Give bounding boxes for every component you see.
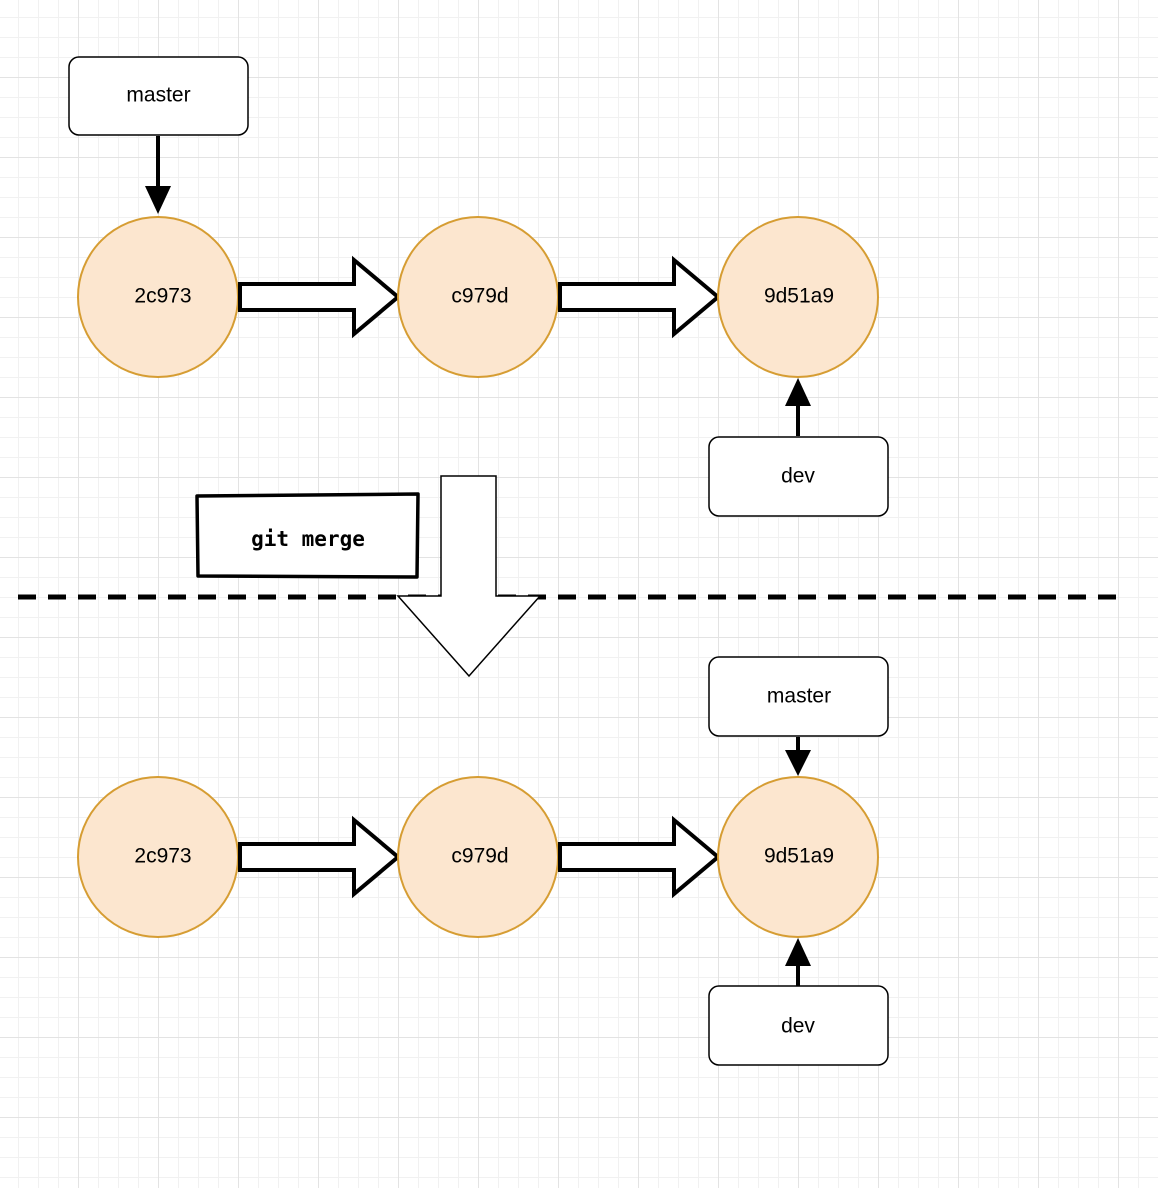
top-commit-c979d: c979d bbox=[397, 216, 559, 378]
top-commit-node bbox=[717, 216, 879, 378]
top-commit-label: 9d51a9 bbox=[764, 285, 834, 308]
bottom-hollow-arrow-2 bbox=[558, 815, 722, 899]
top-dev-label: dev bbox=[781, 465, 815, 488]
top-dev-arrow-head bbox=[785, 378, 811, 406]
bottom-commit-label: 9d51a9 bbox=[764, 845, 834, 868]
bottom-hollow-arrow-1 bbox=[238, 815, 402, 899]
bottom-commit-9d51a9: 9d51a9 bbox=[717, 776, 879, 938]
top-hollow-arrow-2 bbox=[558, 255, 722, 339]
bottom-dev-pointer: dev bbox=[708, 938, 889, 1066]
bottom-master-arrow-head bbox=[785, 750, 811, 776]
top-hollow-arrow-1 bbox=[238, 255, 402, 339]
bottom-dev-label: dev bbox=[781, 1015, 815, 1038]
bottom-commit-label: 2c973 bbox=[134, 845, 191, 868]
top-commit-label: 2c973 bbox=[134, 285, 191, 308]
git-merge-box bbox=[195, 492, 420, 579]
top-commit-label: c979d bbox=[451, 285, 508, 308]
top-commit-2c973: 2c973 bbox=[77, 216, 239, 378]
bottom-commit-c979d: c979d bbox=[397, 776, 559, 938]
top-master-pointer: master bbox=[68, 56, 249, 214]
top-dev-box bbox=[708, 436, 889, 517]
git-merge-label: git merge bbox=[251, 527, 365, 551]
bottom-dev-box bbox=[708, 985, 889, 1066]
top-master-box bbox=[68, 56, 249, 136]
top-commit-9d51a9: 9d51a9 bbox=[717, 216, 879, 378]
bottom-dev-arrow-head bbox=[785, 938, 811, 966]
top-master-label: master bbox=[126, 84, 190, 107]
bottom-master-pointer: master bbox=[708, 656, 889, 776]
bottom-commit-label: c979d bbox=[451, 845, 508, 868]
git-merge-command: git merge bbox=[195, 492, 420, 579]
merge-down-arrow bbox=[396, 475, 542, 678]
bottom-master-box bbox=[708, 656, 889, 737]
top-master-arrow-head bbox=[145, 186, 171, 214]
bottom-master-label: master bbox=[767, 685, 831, 708]
top-dev-pointer: dev bbox=[708, 378, 889, 517]
bottom-commit-2c973: 2c973 bbox=[77, 776, 239, 938]
bottom-commit-node bbox=[717, 776, 879, 938]
